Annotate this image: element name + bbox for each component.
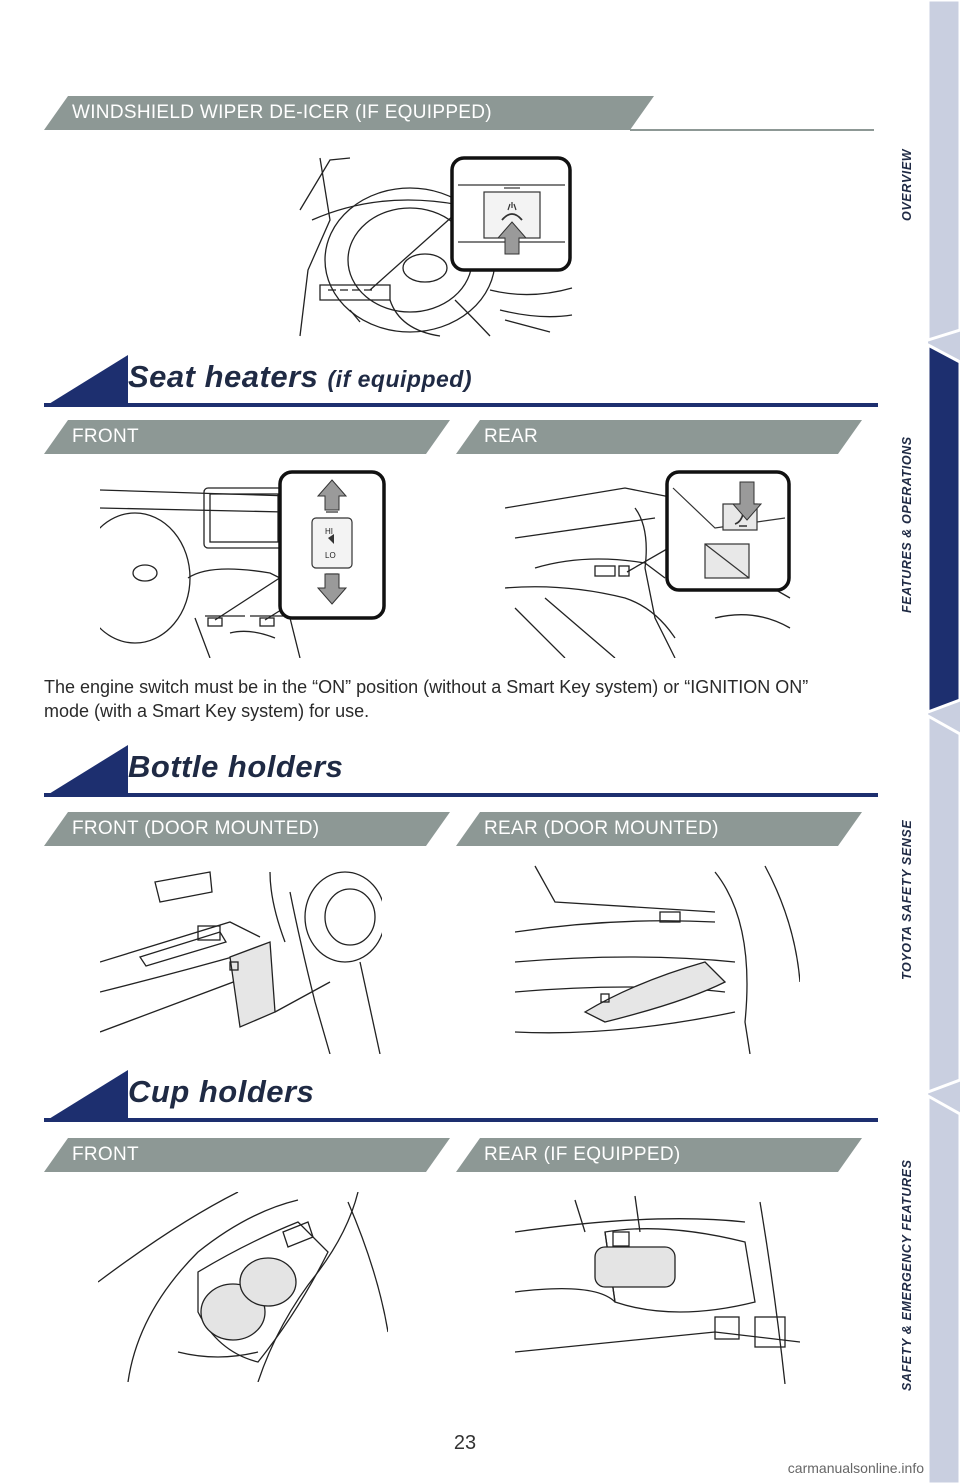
bottle-holders-rear-banner: REAR (DOOR MOUNTED) [456,812,862,846]
seat-heaters-front-banner: FRONT [44,420,450,454]
bottle-holders-title: Bottle holders [128,749,344,784]
cup-holders-header-accent [44,1070,128,1122]
seat-heaters-header: Seat heaters (if equipped) [44,355,878,407]
tab-features-operations[interactable] [926,342,960,715]
seat-heaters-title-text: Seat heaters [128,359,319,394]
bottle-holders-header-rule [44,793,878,797]
cup-holders-front-banner: FRONT [44,1138,450,1172]
seat-heaters-rear-banner: REAR [456,420,862,454]
bottle-holders-header: Bottle holders [44,745,878,797]
watermark: carmanualsonline.info [787,1460,924,1476]
tab-toyota-safety-sense[interactable] [926,713,960,1095]
tab-overview[interactable] [926,0,960,343]
page-number: 23 [453,1432,477,1454]
tab-safety-emergency[interactable] [926,1093,960,1484]
cup-holders-header: Cup holders [44,1070,878,1122]
cup-holders-header-rule [44,1118,878,1122]
bottle-holders-rear-illustration [515,862,800,1054]
seat-heaters-note: The engine switch must be in the “ON” po… [44,677,809,721]
seat-heaters-rear-illustration [505,468,795,658]
seat-heaters-title-suffix: (if equipped) [327,366,472,392]
seat-heaters-header-accent [44,355,128,407]
seat-heaters-title: Seat heaters (if equipped) [128,359,472,395]
wiper-deicer-illustration [290,150,575,338]
seat-switch-lo-label: LO [325,551,336,560]
tab-label-toyota-safety-sense: TOYOTA SAFETY SENSE [900,819,914,981]
tab-label-features-operations: FEATURES & OPERATIONS [900,436,914,614]
bottle-holders-front-banner: FRONT (DOOR MOUNTED) [44,812,450,846]
cup-holders-front-illustration [98,1192,388,1382]
bottle-holders-header-accent [44,745,128,797]
wiper-banner-rule [630,129,874,131]
tab-label-overview: OVERVIEW [900,148,914,222]
side-tab-shapes [926,0,960,1484]
seat-heaters-front-illustration: HI LO [100,468,390,658]
cup-holders-rear-banner: REAR (IF EQUIPPED) [456,1138,862,1172]
wiper-deicer-banner: WINDSHIELD WIPER DE-ICER (IF EQUIPPED) [44,96,654,130]
cup-holders-rear-illustration [515,1192,800,1384]
tab-label-safety-emergency: SAFETY & EMERGENCY FEATURES [900,1159,914,1391]
cup-holders-title: Cup holders [128,1074,315,1109]
seat-heaters-header-rule [44,403,878,407]
bottle-holders-front-illustration [100,862,382,1054]
seat-switch-hi-label: HI [325,527,333,536]
